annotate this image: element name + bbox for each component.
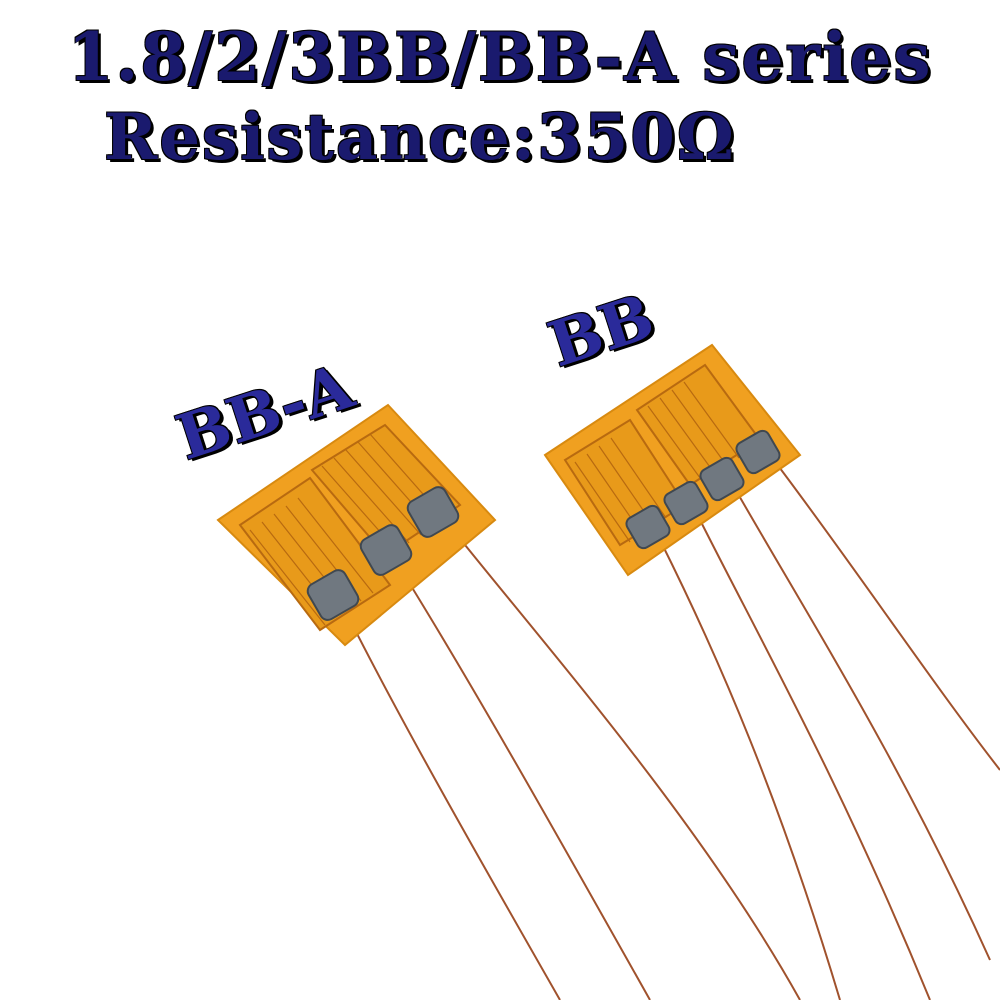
lead-wires-right xyxy=(659,454,1000,1000)
lead-wires-left xyxy=(344,519,801,1000)
strain-gauge-bb xyxy=(543,343,802,577)
title-resistance: Resistance:350Ω xyxy=(104,100,736,175)
title-series: 1.8/2/3BB/BB-A series xyxy=(67,18,933,96)
strain-gauge-bb-a xyxy=(216,403,497,647)
